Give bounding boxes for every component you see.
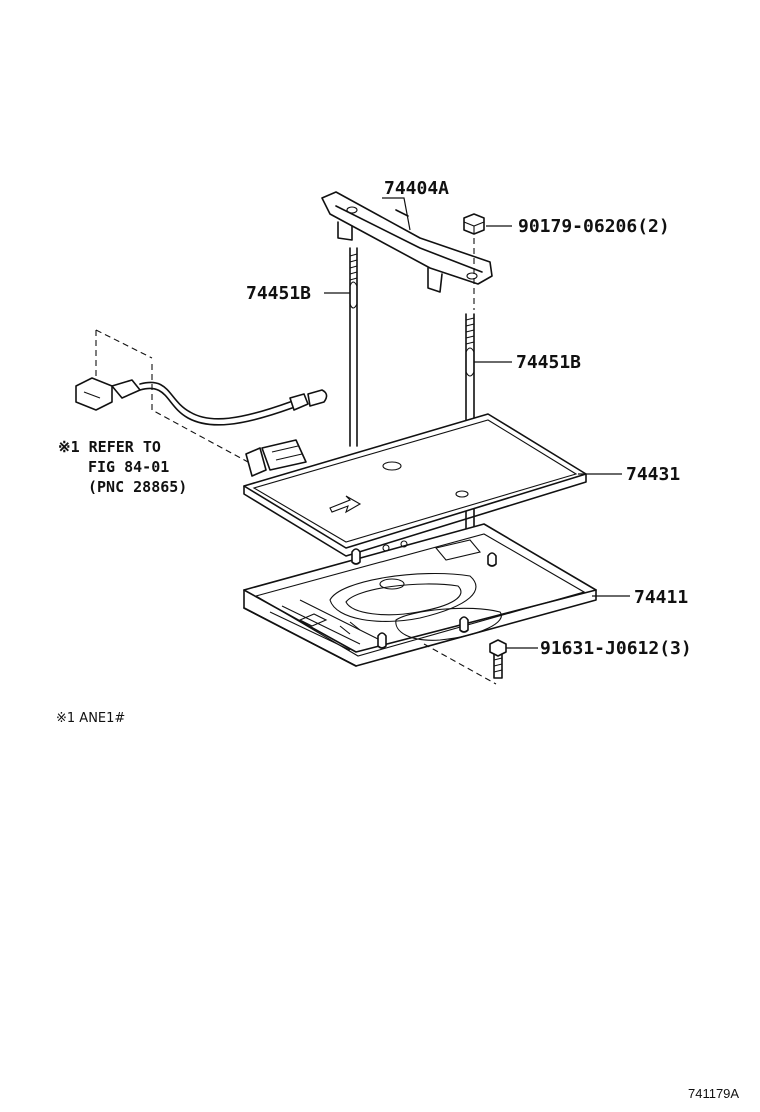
hold-rod-left: [349, 247, 358, 447]
label-tray: 74431: [626, 464, 680, 485]
refer-note-line2: FIG 84-01: [88, 458, 169, 476]
figure-id: 741179A: [688, 1086, 739, 1101]
label-carrier: 74411: [634, 587, 688, 608]
footnote: ※1 ANE1#: [56, 711, 125, 726]
label-rod-left: 74451B: [246, 283, 311, 304]
battery-carrier: [243, 523, 597, 667]
label-nut: 90179-06206(2): [518, 216, 670, 237]
nut-part: [463, 213, 485, 310]
label-bolt: 91631-J0612(3): [540, 638, 692, 659]
refer-note-line1: ※1 REFER TO: [58, 438, 161, 456]
label-rod-right: 74451B: [516, 352, 581, 373]
battery-tray: [243, 413, 587, 557]
battery-clamp: [321, 191, 493, 293]
refer-note-line3: (PNC 28865): [88, 478, 187, 496]
label-clamp: 74404A: [384, 178, 449, 199]
bolt-part: [423, 639, 507, 685]
sensor-harness: [75, 329, 328, 463]
leader-lines: [324, 197, 630, 649]
